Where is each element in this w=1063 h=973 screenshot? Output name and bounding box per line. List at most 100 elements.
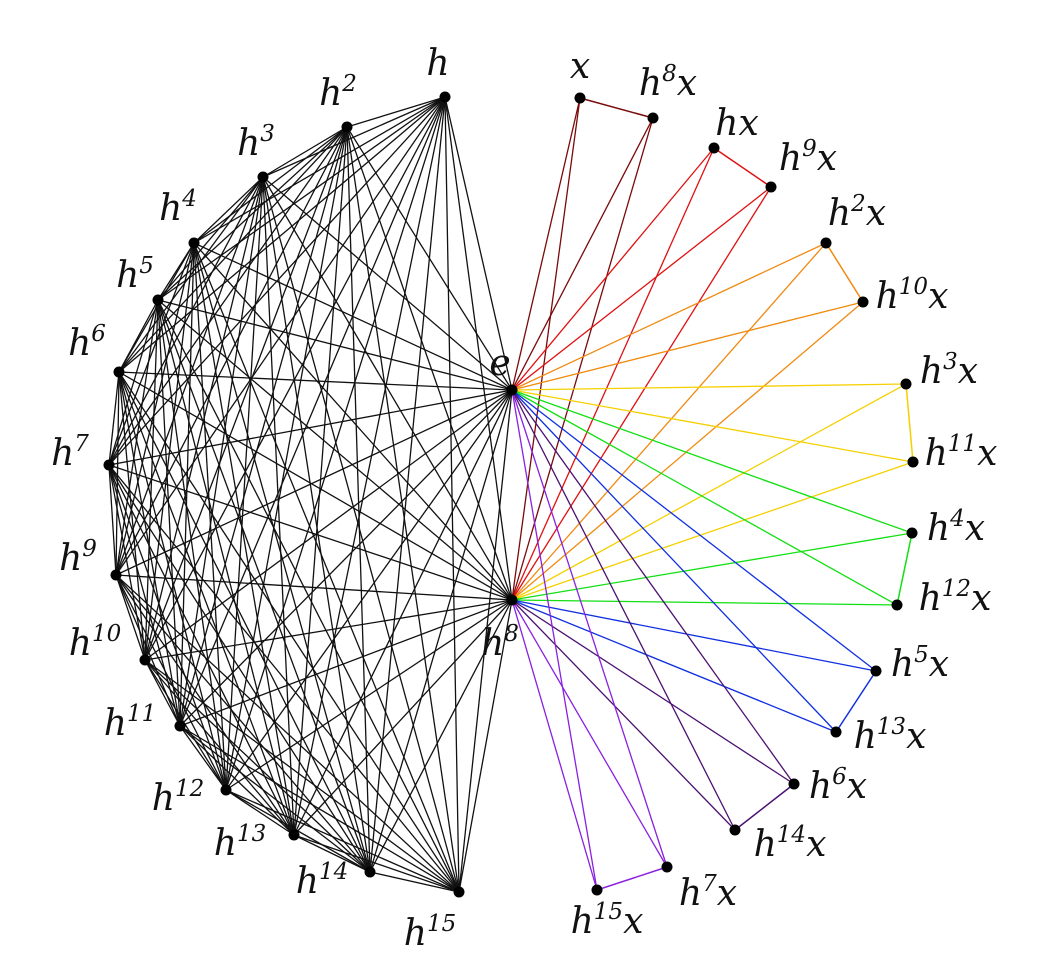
- label-h8x: h8x: [639, 61, 697, 104]
- clique-edge: [262, 176, 513, 391]
- coset-edge: [511, 599, 898, 606]
- clique-edge: [225, 599, 513, 791]
- clique-edge: [144, 389, 513, 661]
- clique-edge: [369, 389, 513, 873]
- label-h8: h8: [481, 621, 519, 664]
- coset-edge: [511, 599, 668, 868]
- clique-edge: [225, 789, 460, 893]
- clique-edge: [293, 834, 371, 873]
- clique-edge: [108, 242, 195, 466]
- coset-edge: [511, 599, 736, 831]
- coset-edge: [511, 532, 913, 601]
- clique-edge: [369, 96, 446, 873]
- coset-edge: [511, 599, 598, 891]
- pair-edge: [579, 97, 654, 119]
- vertex-h11: [174, 720, 186, 732]
- pair-edge: [905, 383, 914, 463]
- clique-edge: [262, 176, 460, 893]
- clique-edge: [108, 299, 159, 466]
- clique-edge: [369, 871, 460, 893]
- clique-edge: [115, 574, 513, 601]
- clique-edge: [118, 371, 460, 893]
- coset-edge: [511, 461, 914, 601]
- clique-edge: [346, 96, 446, 128]
- clique-edge: [346, 126, 460, 893]
- label-h4: h4: [159, 186, 197, 229]
- clique-edge: [108, 464, 117, 576]
- clique-edge: [118, 96, 446, 373]
- clique-edge: [157, 299, 295, 836]
- clique-edge: [444, 96, 460, 893]
- vertex-h2: [341, 121, 353, 133]
- coset-edge: [511, 389, 913, 534]
- vertex-h13: [288, 829, 300, 841]
- clique-edge: [115, 574, 181, 727]
- vertex-h6: [113, 366, 125, 378]
- clique-edge: [179, 599, 513, 727]
- clique-edge: [115, 96, 446, 576]
- label-h3x: h3x: [920, 349, 978, 392]
- coset-edge: [511, 383, 907, 391]
- clique-edge: [193, 242, 295, 836]
- vertex-h3x: [900, 378, 912, 390]
- clique-edge: [193, 176, 264, 244]
- clique-edge: [193, 126, 348, 244]
- coset-edge: [511, 389, 736, 831]
- clique-edge: [225, 789, 295, 836]
- pair-edge: [713, 147, 772, 188]
- clique-edge: [108, 464, 460, 893]
- coset-edge: [511, 389, 598, 891]
- clique-edge: [293, 96, 446, 836]
- vertex-h14x: [729, 824, 741, 836]
- clique-edge: [193, 242, 513, 391]
- clique-edge: [144, 299, 159, 661]
- clique-edge: [179, 126, 348, 727]
- clique-edge: [144, 659, 227, 791]
- clique-edge: [115, 574, 371, 873]
- clique-edge: [346, 126, 513, 601]
- coset-edge: [511, 117, 654, 601]
- clique-edge: [193, 242, 227, 791]
- clique-edge: [108, 464, 227, 791]
- vertex-h12: [220, 784, 232, 796]
- clique-edge: [118, 371, 181, 727]
- vertex-h4x: [906, 527, 918, 539]
- clique-edge: [115, 574, 146, 661]
- pair-edge: [734, 783, 795, 831]
- vertex-h13x: [830, 726, 842, 738]
- vertex-h1: [439, 91, 451, 103]
- label-h5: h5: [116, 253, 154, 296]
- label-h11: h11: [104, 701, 156, 744]
- clique-edge: [225, 389, 513, 791]
- pair-edge: [835, 670, 877, 733]
- label-h14: h14: [296, 859, 348, 902]
- clique-edge: [193, 242, 371, 873]
- clique-edge: [293, 389, 513, 836]
- coset-edge: [511, 389, 795, 785]
- label-h15: h15: [404, 911, 456, 954]
- coset-edge: [511, 242, 827, 601]
- label-h7x: h7x: [679, 871, 737, 914]
- clique-edge: [108, 176, 264, 466]
- right-colored-edges: [511, 97, 914, 891]
- vertex-h12x: [891, 599, 903, 611]
- clique-edge: [444, 96, 513, 391]
- coset-edge: [511, 117, 654, 391]
- coset-edge: [511, 599, 795, 785]
- clique-edge: [115, 299, 159, 576]
- coset-edge: [511, 389, 877, 672]
- clique-edge: [118, 371, 513, 391]
- label-h13x: h13x: [854, 714, 927, 757]
- vertex-x: [574, 92, 586, 104]
- vertex-h8x: [647, 112, 659, 124]
- label-h2: h2: [319, 71, 357, 114]
- label-hx: hx: [715, 103, 759, 144]
- label-h9: h9: [59, 536, 97, 579]
- clique-edge: [444, 96, 513, 601]
- clique-edge: [144, 599, 513, 661]
- clique-edge: [179, 725, 460, 893]
- label-h5x: h5x: [891, 642, 949, 685]
- pair-edge: [596, 866, 668, 891]
